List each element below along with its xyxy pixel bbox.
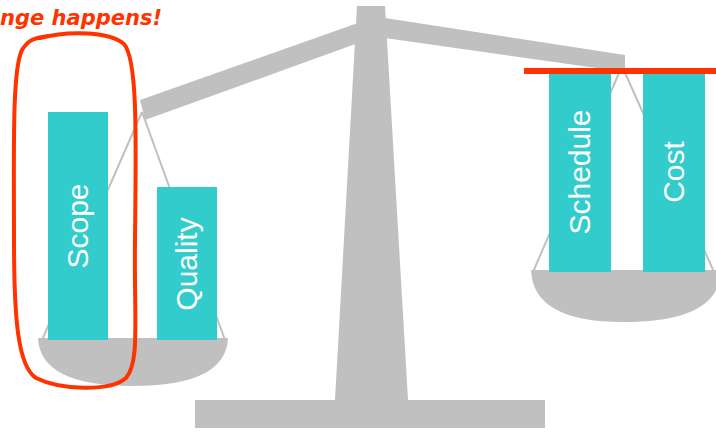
pan-string	[533, 66, 622, 272]
cost-bar: Cost	[643, 72, 705, 272]
bar-label: Scope	[63, 183, 93, 268]
callout-note: nge happens!	[0, 8, 162, 29]
schedule-bar: Schedule	[549, 72, 611, 272]
pan-string	[622, 66, 714, 272]
level-line	[524, 68, 716, 74]
scale-base	[195, 400, 545, 428]
bar-label: Schedule	[565, 109, 595, 234]
pan-string	[142, 112, 225, 340]
scale-post	[335, 6, 408, 400]
pan-string	[42, 112, 142, 340]
left-pan	[38, 338, 228, 386]
scope-bar: Scope	[48, 112, 108, 340]
bar-label: Cost	[659, 141, 689, 203]
quality-bar: Quality	[157, 187, 217, 340]
bar-label: Quality	[172, 217, 202, 310]
right-pan	[531, 270, 716, 322]
highlight-circle	[14, 33, 136, 388]
